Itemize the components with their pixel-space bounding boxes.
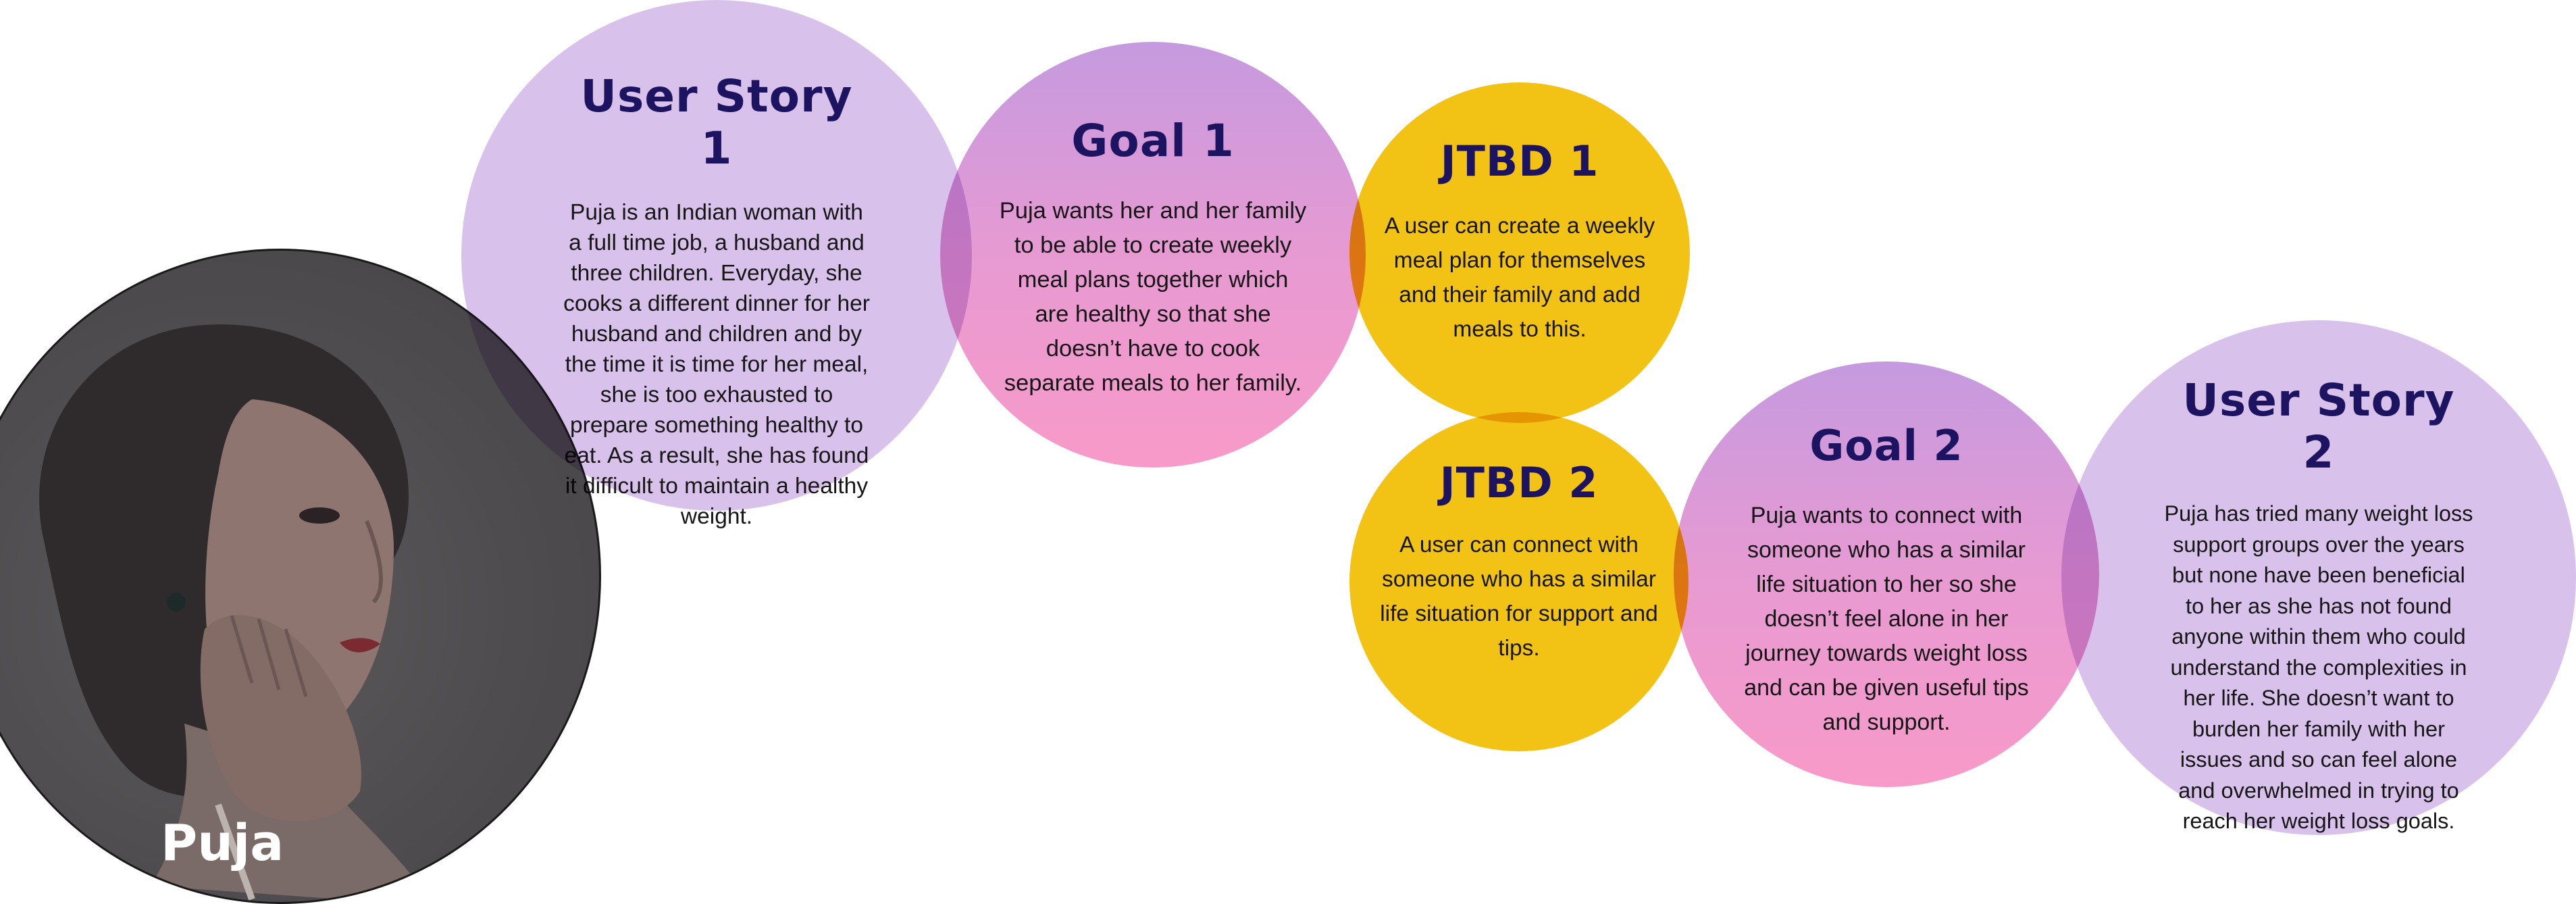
- goal-2-title: Goal 2: [1809, 421, 1963, 470]
- goal-1-title: Goal 1: [1071, 115, 1235, 167]
- goal-2-bubble: Goal 2 Puja wants to connect with someon…: [1674, 361, 2099, 787]
- goal-1-bubble: Goal 1 Puja wants her and her family to …: [940, 42, 1366, 468]
- user-story-1-body: Puja is an Indian woman with a full time…: [563, 200, 870, 529]
- persona-name: Puja: [161, 814, 284, 872]
- goal-1-body: Puja wants her and her family to be able…: [999, 198, 1307, 396]
- user-story-2-body: Puja has tried many weight loss support …: [2164, 501, 2473, 833]
- jtbd-1-bubble: JTBD 1 A user can create a weekly meal p…: [1349, 82, 1690, 423]
- jtbd-2-bubble: JTBD 2 A user can connect with someone w…: [1349, 412, 1689, 751]
- jtbd-2-title: JTBD 2: [1439, 458, 1599, 507]
- jtbd-1-title: JTBD 1: [1440, 136, 1599, 186]
- woman-portrait-icon: [39, 324, 432, 902]
- user-story-1-bubble: User Story 1 Puja is an Indian woman wit…: [461, 0, 972, 529]
- user-story-1-title: User Story 1: [580, 70, 853, 174]
- user-story-2-bubble: User Story 2 Puja has tried many weight …: [2061, 320, 2576, 835]
- jtbd-1-body: A user can create a weekly meal plan for…: [1384, 214, 1655, 342]
- goal-2-body: Puja wants to connect with someone who h…: [1744, 503, 2029, 735]
- jtbd-2-body: A user can connect with someone who has …: [1380, 532, 1658, 661]
- user-story-2-title: User Story 2: [2182, 374, 2455, 478]
